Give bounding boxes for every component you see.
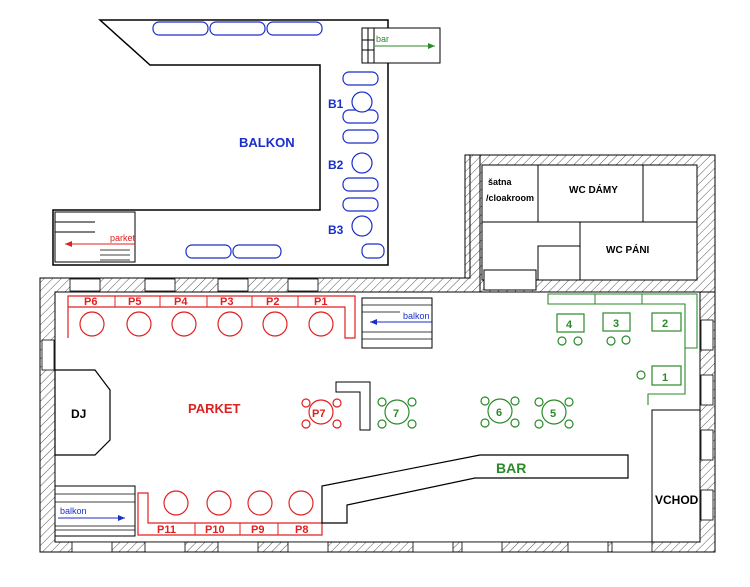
table-top [384, 399, 410, 425]
balcony-table[interactable] [351, 152, 373, 174]
booth-p3-label: P3 [220, 296, 233, 308]
sofa [266, 21, 323, 36]
entrance-label: VCHOD [655, 493, 699, 507]
balcony-parket-stairs[interactable]: parket [54, 211, 136, 263]
table-p11[interactable] [163, 490, 189, 516]
sofa [185, 244, 232, 259]
table-5[interactable] [534, 397, 574, 429]
table-p5[interactable] [126, 311, 152, 337]
balcony-area: bar parket BALKON B1 B2 B3 [52, 19, 441, 266]
booth-p9-label: P9 [251, 524, 264, 536]
table-4[interactable] [556, 313, 585, 346]
booth-p10-label: P10 [205, 524, 225, 536]
table-top [487, 398, 513, 424]
bar-label: BAR [496, 460, 526, 476]
table-5-label: 5 [550, 408, 556, 420]
sofa [209, 21, 266, 36]
dj-label: DJ [71, 407, 86, 421]
cloakroom-label-1: šatna [488, 177, 513, 187]
table-2[interactable] [651, 312, 682, 332]
booth-p2-label: P2 [266, 296, 279, 308]
balkon-label: BALKON [239, 135, 295, 150]
sofa [361, 243, 385, 259]
booth-p1-label: P1 [314, 296, 327, 308]
stairs-balkon-label-top: balkon [403, 311, 430, 321]
stool [377, 397, 387, 407]
booth-p5-label: P5 [128, 296, 141, 308]
stool [407, 397, 417, 407]
table-p6[interactable] [79, 311, 105, 337]
parket-area: P6 P5 P4 P3 P2 P1 P11 P10 P9 P8 PARKET P… [67, 295, 356, 536]
table-p8[interactable] [288, 490, 314, 516]
wc-women-label: WC DÁMY [569, 183, 618, 196]
bottom-balkon-stairs[interactable]: balkon [54, 485, 136, 537]
table-p9[interactable] [247, 490, 273, 516]
table-3[interactable] [602, 312, 631, 346]
sofa [342, 129, 379, 144]
booth-p11-label: P11 [157, 524, 176, 536]
stool [480, 396, 490, 406]
wc-block: šatna /cloakroom WC DÁMY WC PÁNI [464, 154, 716, 293]
table-p10[interactable] [206, 490, 232, 516]
stool [534, 397, 544, 407]
booth-b3-label: B3 [328, 223, 344, 237]
booth-p8-label: P8 [295, 524, 308, 536]
table-p7-label: P7 [312, 408, 325, 420]
dj-booth: DJ [54, 369, 111, 456]
sofa [152, 21, 209, 36]
wc-men-label: WC PÁNI [606, 243, 650, 256]
table-1[interactable] [636, 365, 682, 386]
table-p2[interactable] [262, 311, 288, 337]
table-1-label: 1 [662, 372, 668, 384]
cloakroom-label-2: /cloakroom [486, 193, 534, 203]
sofa [342, 177, 379, 192]
table-7-label: 7 [393, 408, 399, 420]
table-4-label: 4 [566, 319, 573, 331]
table-p4[interactable] [171, 311, 197, 337]
balcony-sofas [152, 21, 385, 259]
table-p7[interactable] [301, 398, 342, 429]
table-2-label: 2 [662, 318, 668, 330]
bar-area: BAR 7 6 5 4 3 2 1 [321, 293, 698, 524]
balcony-bar-stairs[interactable]: bar [361, 27, 441, 64]
table-7[interactable] [377, 397, 417, 429]
balcony-table[interactable] [351, 91, 373, 113]
table-p1[interactable] [308, 311, 334, 337]
table-p3[interactable] [217, 311, 243, 337]
stairs-bar-label: bar [376, 34, 389, 44]
stool [564, 397, 574, 407]
stairs-balkon-label-bottom: balkon [60, 506, 87, 516]
stool [564, 419, 574, 429]
parket-balkon-stairs[interactable]: balkon [361, 297, 433, 349]
booth-p6-label: P6 [84, 296, 97, 308]
table-3-label: 3 [613, 318, 619, 330]
stool [480, 418, 490, 428]
sofa [342, 71, 379, 86]
stool [407, 419, 417, 429]
stool [377, 419, 387, 429]
sofa [232, 244, 282, 259]
sofa [342, 197, 379, 212]
table-6-label: 6 [496, 407, 502, 419]
table-6[interactable] [480, 396, 520, 428]
booth-p4-label: P4 [174, 296, 188, 308]
stairs-parket-label: parket [110, 233, 136, 243]
stool [534, 419, 544, 429]
table-top [541, 399, 567, 425]
main-floor-walls: VCHOD [39, 154, 716, 553]
balcony-table[interactable] [351, 215, 373, 237]
stool [510, 396, 520, 406]
booth-b1-label: B1 [328, 97, 344, 111]
parket-label: PARKET [188, 401, 241, 416]
stool [510, 418, 520, 428]
booth-b2-label: B2 [328, 158, 344, 172]
